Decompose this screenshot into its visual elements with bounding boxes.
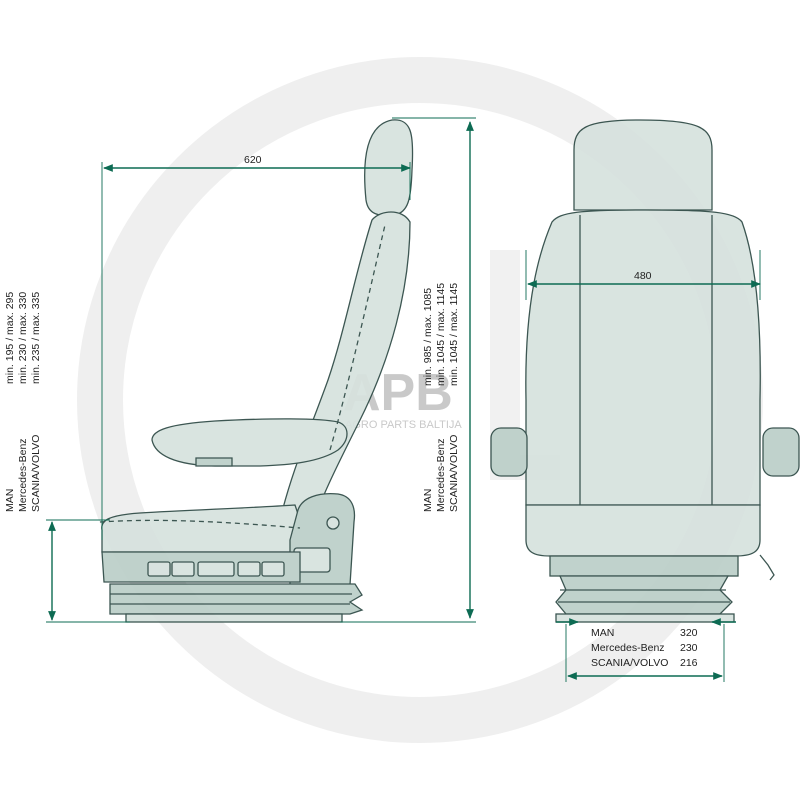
right-value-scania: min. 1045 / max. 1145 [448, 283, 460, 386]
left-brand-man: MAN [4, 489, 16, 512]
armrest-front-right [762, 427, 800, 477]
seat-cushion-side [101, 504, 301, 553]
watermark-sub: AGRO PARTS BALTIJA [345, 419, 462, 431]
base-value-mercedes: 230 [680, 642, 698, 654]
base-value-scania: 216 [680, 657, 698, 669]
left-value-mercedes: min. 230 / max. 330 [17, 292, 29, 384]
base-brand-man: MAN [591, 627, 614, 639]
seat-side-view [99, 119, 414, 623]
right-value-man: min. 985 / max. 1085 [422, 288, 434, 386]
base-brand-scania: SCANIA/VOLVO [591, 657, 668, 669]
left-brand-mercedes: Mercedes-Benz [17, 438, 29, 512]
left-value-scania: min. 235 / max. 335 [30, 292, 42, 384]
base-value-man: 320 [680, 627, 698, 639]
right-value-mercedes: min. 1045 / max. 1145 [435, 283, 447, 386]
base-plate-side [125, 613, 343, 623]
left-brand-scania: SCANIA/VOLVO [30, 435, 42, 512]
right-brand-man: MAN [422, 489, 434, 512]
base-brand-mercedes: Mercedes-Benz [591, 642, 665, 654]
armrest-side [151, 418, 348, 467]
armrest-front-left [490, 427, 528, 477]
right-brand-scania: SCANIA/VOLVO [448, 435, 460, 512]
width-value: 480 [634, 270, 652, 282]
seat-frame-front [549, 555, 739, 577]
depth-value: 620 [244, 154, 262, 166]
left-brand-labels: MAN Mercedes-Benz SCANIA/VOLVO [4, 435, 42, 512]
right-brand-mercedes: Mercedes-Benz [435, 438, 447, 512]
dimension-lines [46, 117, 761, 682]
base-width-table: MAN Mercedes-Benz SCANIA/VOLVO 320 230 2… [591, 627, 698, 669]
seat-front-view [490, 119, 800, 623]
suspension-bellows-side [109, 583, 364, 615]
right-value-labels: min. 985 / max. 1085 min. 1045 / max. 11… [422, 283, 460, 386]
left-value-labels: min. 195 / max. 295 min. 230 / max. 330 … [4, 292, 42, 384]
headrest-front [573, 119, 713, 211]
suspension-bellows-front [555, 575, 733, 615]
left-value-man: min. 195 / max. 295 [4, 292, 16, 384]
right-brand-labels: MAN Mercedes-Benz SCANIA/VOLVO [422, 435, 460, 512]
backrest-front [525, 209, 761, 506]
base-plate-front [555, 613, 735, 623]
seat-cushion-front [525, 504, 761, 557]
